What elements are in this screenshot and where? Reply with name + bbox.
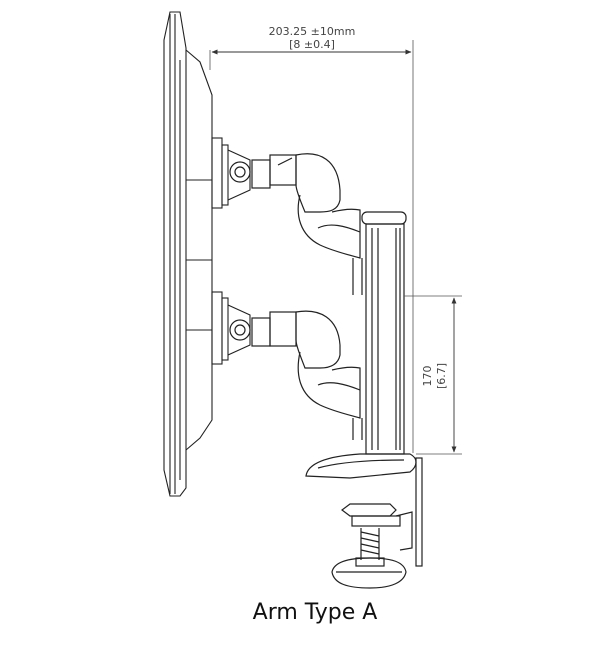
monitor-profile: [163, 11, 213, 497]
tilt-knob-lower: [229, 319, 251, 341]
width-dimension: 203.25 ±10mm [8 ±0.4]: [209, 25, 414, 453]
desk-base: [305, 453, 423, 567]
lower-arm: [251, 310, 363, 440]
width-in-label: [8 ±0.4]: [289, 38, 335, 51]
height-mm-label: 170: [421, 366, 434, 387]
figure-caption: Arm Type A: [252, 600, 378, 625]
height-in-label: [6.7]: [435, 363, 448, 389]
support-pole: [361, 211, 407, 455]
width-mm-label: 203.25 ±10mm: [269, 25, 356, 38]
desk-clamp: [331, 503, 413, 589]
tilt-knob-upper: [229, 161, 251, 183]
height-dimension: 170 [6.7]: [404, 295, 462, 455]
upper-arm: [251, 153, 363, 295]
